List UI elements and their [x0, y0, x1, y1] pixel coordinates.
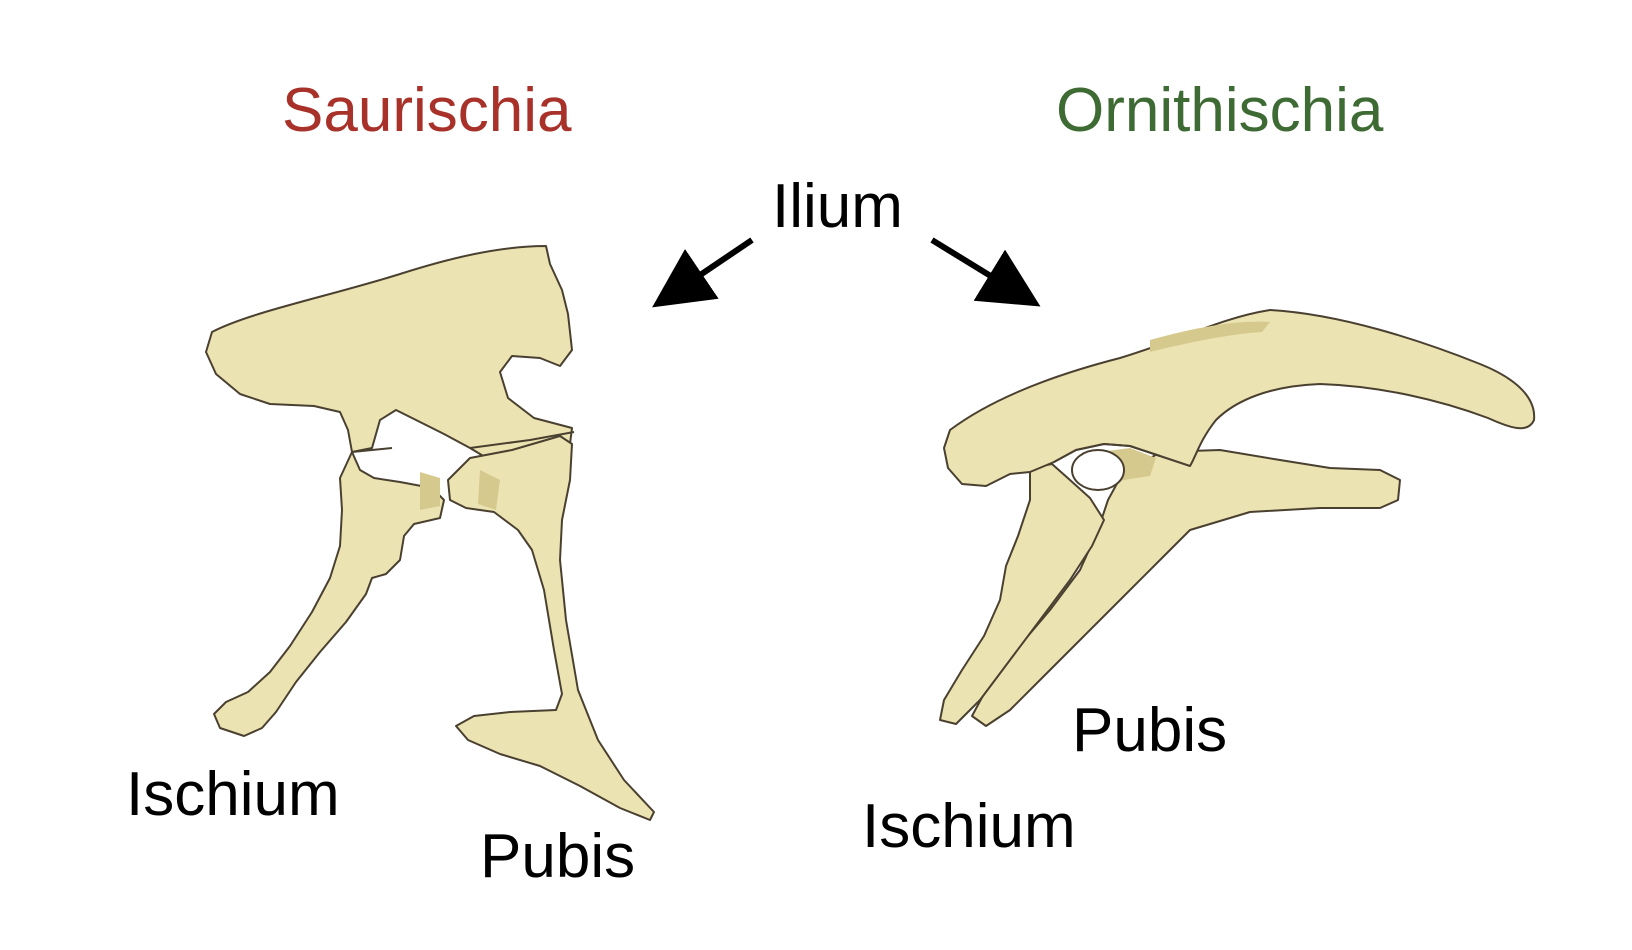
arrow-to-saurischia-ilium	[652, 237, 754, 308]
saurischia-title: Saurischia	[282, 76, 572, 145]
ornithischia-pubis-label: Pubis	[1072, 696, 1228, 765]
saurischia-pelvis	[205, 245, 655, 821]
ornithischia-title: Ornithischia	[1056, 76, 1384, 145]
ornithischia-joint-line	[1053, 443, 1161, 463]
saurischia-pubis-bone	[447, 435, 655, 821]
ornithischia-pubis-bone	[971, 449, 1401, 727]
saurischia-ischium-label: Ischium	[126, 760, 340, 829]
ornithischia-pelvis	[939, 309, 1536, 727]
ilium-label: Ilium	[772, 172, 903, 241]
ornithischia-ischium-bone	[939, 463, 1105, 725]
saurischia-ilium-bone	[205, 245, 573, 461]
arrow-to-ornithischia-ilium	[930, 237, 1041, 307]
saurischia-shade	[420, 470, 500, 510]
saurischia-pubis-label: Pubis	[480, 822, 636, 891]
saurischia-ischium-bone	[213, 451, 445, 737]
ornithischia-acetabulum	[1071, 449, 1125, 491]
saurischia-joint-line	[351, 431, 575, 453]
ornithischia-ischium-label: Ischium	[862, 792, 1076, 861]
